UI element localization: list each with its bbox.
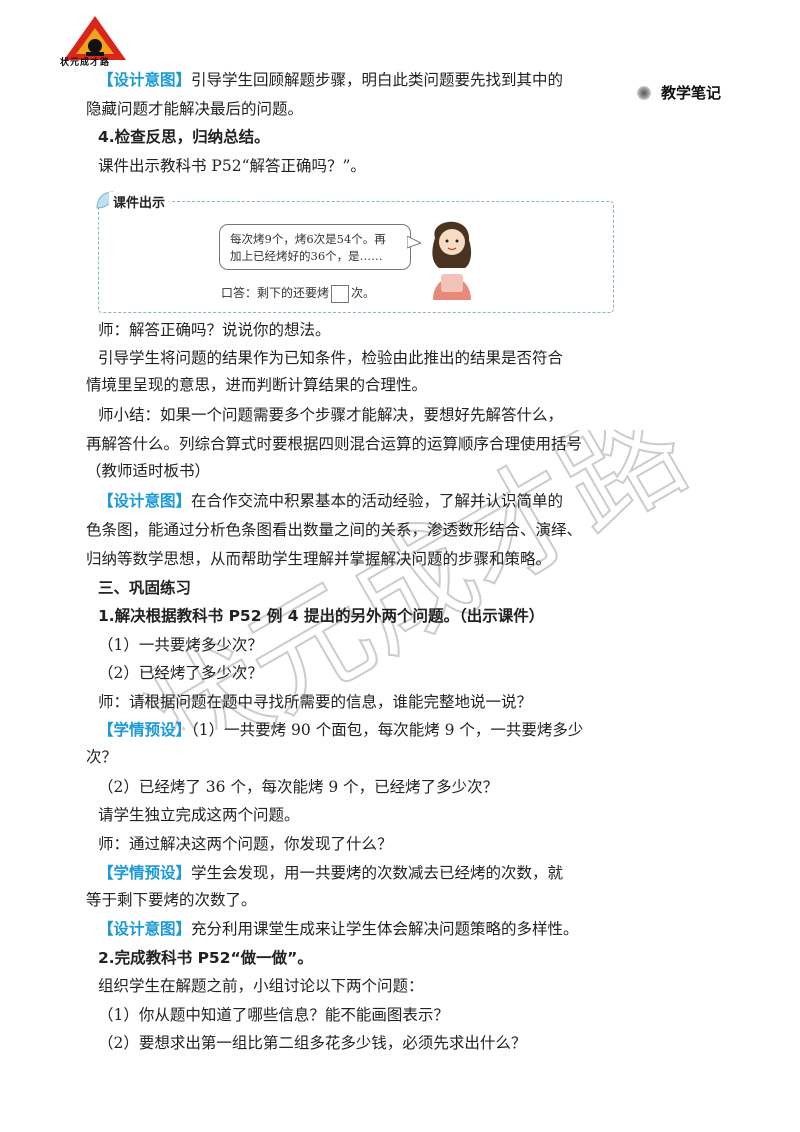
line-text: 归纳等数学思想，从而帮助学生理解并掌握解决问题的步骤和策略。 — [86, 550, 552, 568]
section-tag: 【设计意图】 — [98, 920, 192, 938]
line-text: （教师适时板书） — [86, 462, 211, 480]
line-text: 充分利用课堂生成来让学生体会解决问题策略的多样性。 — [191, 920, 579, 938]
text-line: 4.检查反思，归纳总结。 — [98, 125, 270, 149]
text-line: 2.完成教科书 P52“做一做”。 — [98, 946, 313, 970]
bubble-tail-icon — [407, 236, 421, 249]
bullet-dot-icon — [637, 85, 651, 100]
text-line: 请学生独立完成这两个问题。 — [98, 803, 300, 827]
line-text: 再解答什么。列综合算式时要根据四则混合运算的运算顺序合理使用括号 — [86, 435, 583, 453]
text-line: 【设计意图】引导学生回顾解题步骤，明白此类问题要先找到其中的 — [98, 68, 563, 92]
text-line: （2）要想求出第一组比第二组多花多少钱，必须先求出什么？ — [98, 1031, 526, 1055]
line-text: 2.完成教科书 P52“做一做”。 — [98, 949, 313, 967]
line-text: 组织学生在解题之前，小组讨论以下两个问题： — [98, 977, 424, 995]
line-text: （2）已经烤了多少次？ — [98, 664, 263, 682]
line-text: 4.检查反思，归纳总结。 — [98, 128, 270, 146]
line-text: 色条图，能通过分析色条图看出数量之间的关系，渗透数形结合、演绎、 — [86, 521, 583, 539]
line-text: （1）你从题中知道了哪些信息？能不能画图表示？ — [98, 1006, 449, 1024]
logo-text: 状元成才路 — [60, 58, 111, 68]
line-text: 师：通过解决这两个问题，你发现了什么？ — [98, 835, 393, 853]
bubble-line-1: 每次烤9个，烤6次是54个。再 — [230, 232, 386, 246]
text-line: 1.解决根据教科书 P52 例 4 提出的另外两个问题。（出示课件） — [98, 604, 544, 628]
text-line: 色条图，能通过分析色条图看出数量之间的关系，渗透数形结合、演绎、 — [86, 518, 582, 542]
text-line: （2）已经烤了多少次？ — [98, 661, 263, 685]
speech-bubble: 每次烤9个，烤6次是54个。再 加上已经烤好的36个，是…… — [219, 224, 411, 270]
line-text: 次？ — [86, 748, 118, 766]
line-text: 师小结：如果一个问题需要多个步骤才能解决，要想好先解答什么， — [98, 406, 564, 424]
section-tag: 【设计意图】 — [98, 492, 192, 510]
text-line: 【设计意图】充分利用课堂生成来让学生体会解决问题策略的多样性。 — [98, 917, 579, 941]
bubble-line-2: 加上已经烤好的36个，是…… — [230, 249, 383, 263]
line-text: 情境里呈现的意思，进而判断计算结果的合理性。 — [86, 376, 428, 394]
text-line: 【学情预设】（1）一共要烤 90 个面包，每次能烤 9 个，一共要烤多少 — [98, 718, 583, 742]
text-line: （教师适时板书） — [86, 459, 210, 483]
line-text: 隐藏问题才能解决最后的问题。 — [86, 100, 304, 118]
callout-label: 课件出示 — [109, 192, 170, 211]
answer-blank — [331, 284, 350, 303]
line-text: 等于剩下要烤的次数了。 — [86, 891, 257, 909]
text-line: 等于剩下要烤的次数了。 — [86, 888, 257, 912]
text-line: （2）已经烤了 36 个，每次能烤 9 个，已经烤了多少次？ — [98, 775, 498, 799]
text-line: 师：解答正确吗？说说你的想法。 — [98, 318, 331, 342]
line-text: 师：请根据问题在题中寻找所需要的信息，谁能完整地说一说？ — [98, 693, 533, 711]
line-text: （1）一共要烤多少次？ — [98, 636, 263, 654]
text-line: 组织学生在解题之前，小组讨论以下两个问题： — [98, 974, 424, 998]
text-line: 次？ — [86, 745, 117, 769]
answer-line: 口答：剩下的还要烤 次。 — [221, 284, 375, 303]
line-text: 学生会发现，用一共要烤的次数减去已经烤的次数，就 — [191, 864, 564, 882]
text-line: 隐藏问题才能解决最后的问题。 — [86, 97, 303, 121]
line-text: 请学生独立完成这两个问题。 — [98, 806, 300, 824]
courseware-callout: 课件出示 每次烤9个，烤6次是54个。再 加上已经烤好的36个，是…… 口答：剩… — [96, 191, 614, 313]
line-text: （1）一共要烤 90 个面包，每次能烤 9 个，一共要烤多少 — [191, 721, 584, 739]
line-text: （2）已经烤了 36 个，每次能烤 9 个，已经烤了多少次？ — [98, 778, 499, 796]
line-text: （2）要想求出第一组比第二组多花多少钱，必须先求出什么？ — [98, 1034, 527, 1052]
line-text: 课件出示教科书 P52“解答正确吗？”。 — [98, 157, 366, 175]
text-line: 【设计意图】在合作交流中积累基本的活动经验，了解并认识简单的 — [98, 489, 563, 513]
line-text: 在合作交流中积累基本的活动经验，了解并认识简单的 — [191, 492, 564, 510]
line-text: 引导学生将问题的结果作为已知条件，检验由此推出的结果是否符合 — [98, 349, 564, 367]
text-line: 引导学生将问题的结果作为已知条件，检验由此推出的结果是否符合 — [98, 346, 563, 370]
text-line: 师小结：如果一个问题需要多个步骤才能解决，要想好先解答什么， — [98, 403, 563, 427]
text-line: 情境里呈现的意思，进而判断计算结果的合理性。 — [86, 373, 427, 397]
line-text: 三、巩固练习 — [98, 579, 192, 597]
line-text: 师：解答正确吗？说说你的想法。 — [98, 321, 331, 339]
answer-prefix: 口答：剩下的还要烤 — [221, 286, 330, 300]
section-tag: 【学情预设】 — [98, 721, 192, 739]
text-line: （1）一共要烤多少次？ — [98, 633, 263, 657]
text-line: 课件出示教科书 P52“解答正确吗？”。 — [98, 154, 366, 178]
text-line: 师：通过解决这两个问题，你发现了什么？ — [98, 832, 393, 856]
line-text: 引导学生回顾解题步骤，明白此类问题要先找到其中的 — [191, 71, 564, 89]
teaching-notes-label: 教学笔记 — [637, 82, 721, 103]
brand-logo — [64, 16, 126, 60]
text-line: 归纳等数学思想，从而帮助学生理解并掌握解决问题的步骤和策略。 — [86, 547, 551, 571]
section-tag: 【设计意图】 — [98, 71, 192, 89]
line-text: 1.解决根据教科书 P52 例 4 提出的另外两个问题。（出示课件） — [98, 607, 545, 625]
text-line: 师：请根据问题在题中寻找所需要的信息，谁能完整地说一说？ — [98, 690, 532, 714]
text-line: 三、巩固练习 — [98, 576, 191, 600]
side-note-text: 教学笔记 — [661, 84, 722, 102]
text-line: 【学情预设】学生会发现，用一共要烤的次数减去已经烤的次数，就 — [98, 861, 563, 885]
text-line: 再解答什么。列综合算式时要根据四则混合运算的运算顺序合理使用括号 — [86, 432, 582, 456]
girl-illustration-icon — [432, 221, 472, 300]
section-tag: 【学情预设】 — [98, 864, 192, 882]
text-line: （1）你从题中知道了哪些信息？能不能画图表示？ — [98, 1003, 449, 1027]
answer-suffix: 次。 — [351, 286, 376, 300]
